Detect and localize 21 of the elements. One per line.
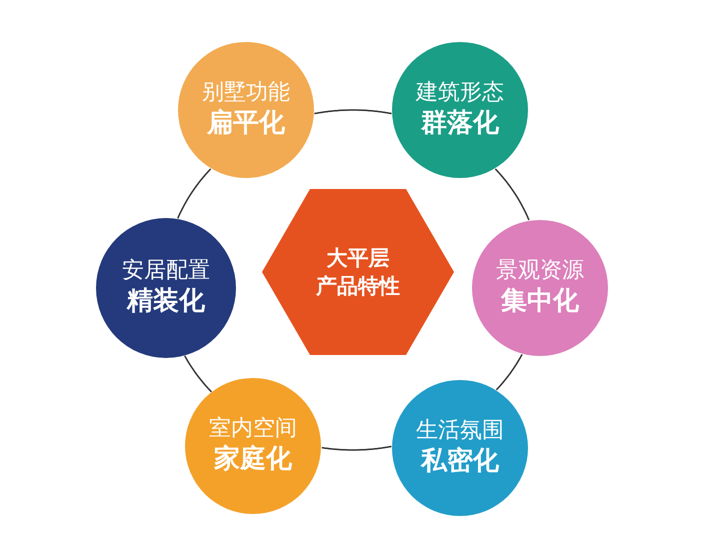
node-label: 大平层 [326, 244, 390, 272]
ring-connector [314, 109, 392, 114]
node-heading: 安居配置 [122, 256, 210, 285]
node-heading: 室内空间 [209, 414, 297, 443]
ring-connector [496, 354, 523, 390]
node-label: 扁平化 [207, 107, 285, 140]
node-label: 产品特性 [316, 273, 400, 300]
node-label: 集中化 [501, 285, 579, 318]
ring-connector [184, 355, 212, 392]
node-label: 群落化 [421, 107, 499, 140]
ring-connector [177, 168, 212, 219]
node-label: 私密化 [421, 445, 499, 478]
node-label: 精装化 [127, 285, 205, 318]
ring-connector [494, 168, 530, 220]
node-label: 家庭化 [214, 443, 292, 476]
node-heading: 建筑形态 [416, 78, 504, 107]
hexagon-shape [262, 189, 454, 355]
node-heading: 景观资源 [496, 256, 584, 285]
node-heading: 别墅功能 [202, 78, 290, 107]
node-heading: 生活氛围 [416, 416, 504, 445]
ring-connector [322, 446, 392, 451]
